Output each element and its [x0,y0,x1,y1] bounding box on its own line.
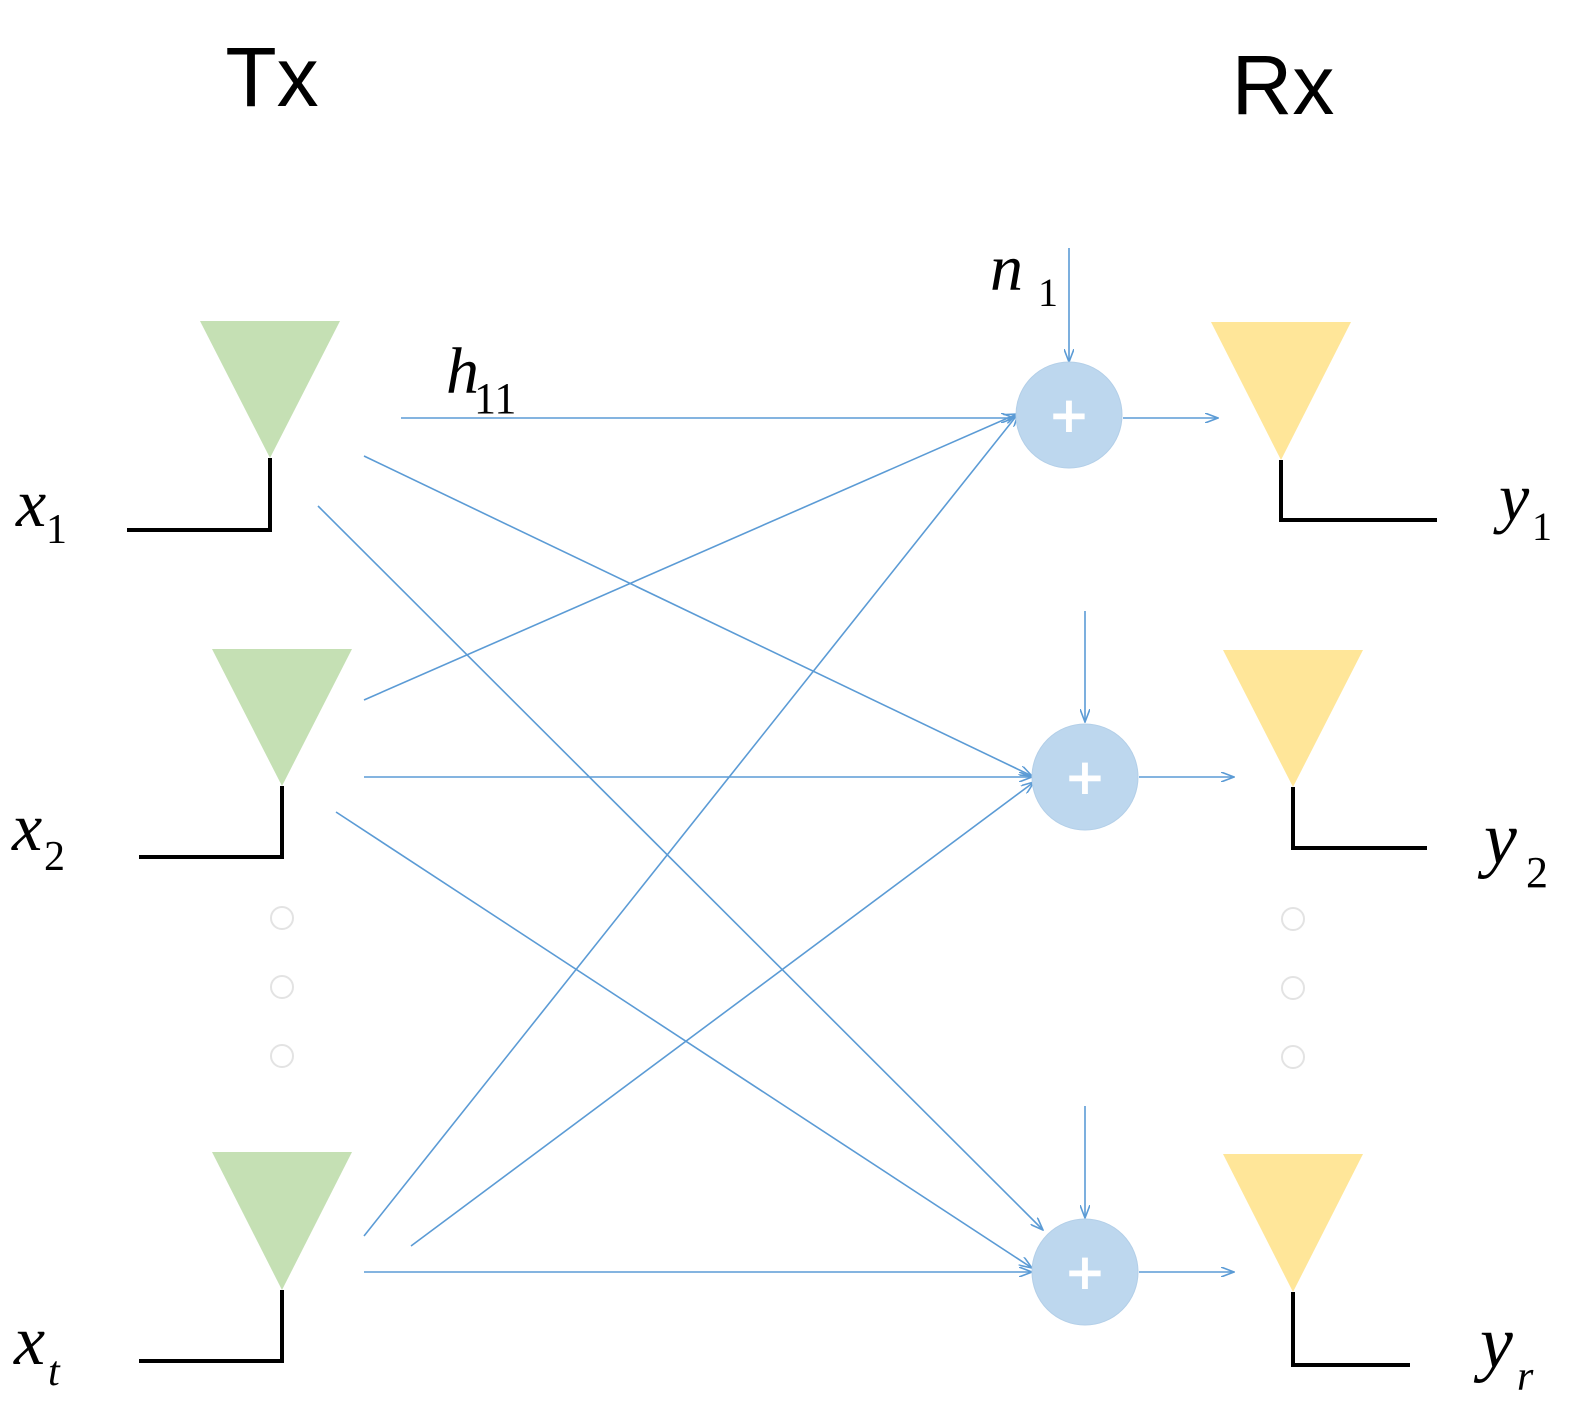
tx-antenna-1 [127,321,340,532]
link-tx2-rxr [335,811,1032,1268]
noise-var: n [990,232,1023,305]
ellipsis-dot [1281,907,1305,931]
output-arrows [1123,418,1234,1272]
link-tx1-rxr [317,505,1043,1230]
input-label-1: x 1 [15,465,67,553]
tx-antenna-2 [139,649,352,859]
input-label-t: x t [13,1303,61,1395]
output-var: y [1493,459,1530,535]
tx-header: Tx [225,30,318,124]
ellipsis-dot [270,975,294,999]
rx-header: Rx [1232,38,1335,132]
output-label-2: y 2 [1477,798,1548,897]
output-sub: r [1517,1354,1534,1400]
plus-symbol: + [1064,748,1106,806]
adder-circle [1031,723,1139,831]
tx-feed-line [139,786,284,859]
tx-feed-line [127,458,272,532]
tx-feed-line [139,1290,284,1363]
ellipsis-dot [1281,1045,1305,1069]
ellipsis-dot [270,906,294,930]
output-var: y [1473,1302,1513,1384]
ellipsis-dot [270,1044,294,1068]
link-txt-rx1 [363,414,1018,1237]
channel-links [317,414,1043,1272]
rx-antenna-1 [1211,322,1437,522]
tx-antenna-icon [200,321,340,458]
noise-sub: 1 [1038,270,1058,315]
tx-antenna-icon [212,1152,352,1290]
output-label-r: y r [1473,1302,1534,1400]
adder-2: + [1031,723,1139,831]
input-sub: 2 [44,834,65,880]
output-label-1: y 1 [1493,459,1552,549]
adder-1: + [1015,361,1123,469]
tx-antenna-icon [212,649,352,786]
channel-sub: 11 [474,374,516,423]
rx-antenna-icon [1211,322,1351,460]
plus-symbol: + [1064,1243,1106,1301]
rx-antenna-r [1223,1154,1410,1367]
adder-circle [1031,1218,1139,1326]
output-sub: 1 [1532,504,1552,549]
rx-antenna-icon [1223,650,1363,787]
rx-antenna-2 [1223,650,1427,850]
input-sub: t [48,1349,61,1395]
link-txt-rx2 [410,782,1034,1247]
input-var: x [15,465,46,541]
rx-antenna-icon [1223,1154,1363,1292]
output-var: y [1477,798,1517,880]
adder-r: + [1031,1218,1139,1326]
link-tx2-rx1 [363,414,1017,701]
ellipsis-dot [1281,976,1305,1000]
link-tx1-rx2 [363,455,1032,776]
input-sub: 1 [46,507,67,553]
tx-ellipsis [270,906,294,1068]
input-var: x [13,1303,45,1380]
noise-label: n 1 [990,232,1058,315]
plus-symbol: + [1048,386,1090,444]
input-label-2: x 2 [11,789,65,880]
channel-label: h 11 [446,335,516,423]
rx-ellipsis [1281,907,1305,1069]
input-var: x [11,789,42,865]
rx-feed-line [1279,460,1437,522]
rx-feed-line [1291,787,1427,850]
noise-arrows [1069,248,1085,1218]
adder-circle [1015,361,1123,469]
tx-antenna-t [139,1152,352,1363]
rx-feed-line [1291,1292,1410,1367]
output-sub: 2 [1526,848,1548,897]
channel-var: h [446,335,479,408]
